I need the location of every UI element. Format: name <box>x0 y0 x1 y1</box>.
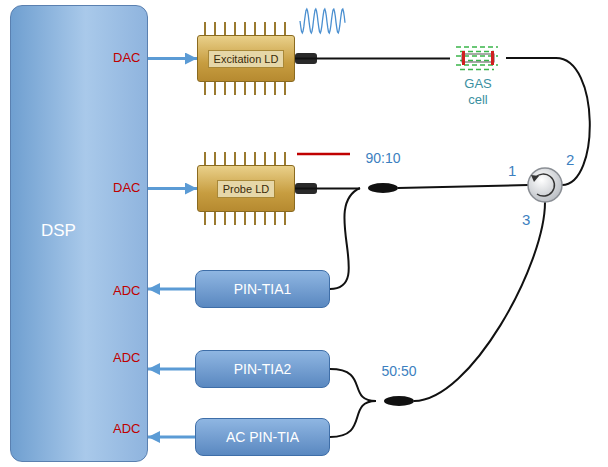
pin <box>274 152 276 165</box>
pin <box>234 82 236 95</box>
pin <box>274 82 276 95</box>
node-label: 90:10 <box>350 150 416 167</box>
cell-window <box>462 51 465 65</box>
signal-arrow <box>148 57 197 60</box>
detector-box: AC PIN-TIA <box>195 418 330 456</box>
converter-label: ADC <box>113 283 140 299</box>
signal-arrow <box>148 368 195 371</box>
laser-diode: Probe LD <box>197 165 295 212</box>
pin <box>264 82 266 95</box>
node-label: DSP <box>41 221 76 241</box>
laser-diode: Excitation LD <box>197 35 295 82</box>
pin <box>224 22 226 35</box>
port-number: 2 <box>566 152 574 168</box>
pin <box>244 22 246 35</box>
pin <box>274 22 276 35</box>
gas-cell-symbol <box>450 44 506 72</box>
coupler-symbol <box>360 182 406 194</box>
pin <box>264 22 266 35</box>
pin <box>214 152 216 165</box>
label-plate: Probe LD <box>217 180 275 198</box>
pin <box>254 22 256 35</box>
coupler-symbol <box>376 395 422 407</box>
circulator <box>528 168 562 202</box>
signal-arrow <box>148 288 195 291</box>
fiber <box>330 188 360 289</box>
port-number: 3 <box>522 212 530 228</box>
pin <box>254 82 256 95</box>
pin <box>214 212 216 225</box>
detector-box: PIN-TIA1 <box>195 270 330 308</box>
pin <box>224 212 226 225</box>
pin <box>244 152 246 165</box>
laser-pins <box>205 22 285 225</box>
fiber <box>330 369 376 401</box>
converter-label: DAC <box>113 180 140 196</box>
pin <box>264 212 266 225</box>
pin <box>264 152 266 165</box>
fiber <box>398 185 528 188</box>
fiber <box>414 202 545 401</box>
pin <box>204 82 206 95</box>
pin <box>204 152 206 165</box>
circulator-arrow <box>531 175 539 182</box>
fiber <box>295 188 360 190</box>
gas-cell: GAS cell <box>450 44 506 116</box>
converter-label: ADC <box>113 350 140 366</box>
fiber-coupler: 50:50 <box>376 363 422 409</box>
fiber <box>330 401 376 437</box>
converter-label: ADC <box>113 421 140 437</box>
port-number: 1 <box>508 163 516 179</box>
fiber-coupler: 90:10 <box>360 150 406 196</box>
pin <box>284 212 286 225</box>
dsp-block: DSP <box>10 5 148 462</box>
label-plate: Excitation LD <box>208 50 285 68</box>
node-label: PIN-TIA2 <box>234 361 292 377</box>
pin <box>254 212 256 225</box>
node-label: 50:50 <box>366 363 432 380</box>
gas-hatch <box>460 60 494 62</box>
node-label: GAS cell <box>458 76 498 108</box>
node-label: Excitation LD <box>214 53 279 65</box>
pin <box>234 212 236 225</box>
signal-arrow <box>148 187 197 190</box>
cell-tube <box>462 54 494 62</box>
pin <box>284 82 286 95</box>
pin <box>284 22 286 35</box>
cell-window <box>491 51 494 65</box>
cw-indicator <box>297 153 350 156</box>
pin <box>204 22 206 35</box>
pin <box>284 152 286 165</box>
pin <box>214 82 216 95</box>
pin <box>224 82 226 95</box>
circulator-arrow <box>535 174 554 196</box>
fiber <box>506 58 590 185</box>
coupler-body <box>368 183 398 193</box>
pin <box>204 212 206 225</box>
fiber <box>295 58 450 60</box>
node-label: Probe LD <box>223 183 269 195</box>
gas-hatch <box>460 69 494 71</box>
pin <box>274 212 276 225</box>
node-label: PIN-TIA1 <box>234 281 292 297</box>
pin <box>224 152 226 165</box>
modulation-wave <box>300 9 345 33</box>
coupler-body <box>384 396 414 406</box>
signal-arrow <box>148 436 195 439</box>
pin <box>244 212 246 225</box>
pin <box>234 152 236 165</box>
pin <box>244 82 246 95</box>
converter-label: DAC <box>113 50 140 66</box>
node-label: AC PIN-TIA <box>226 429 299 445</box>
pin <box>254 152 256 165</box>
pin <box>214 22 216 35</box>
pin <box>234 22 236 35</box>
gas-hatch <box>456 46 498 48</box>
gas-hatch <box>460 51 494 53</box>
detector-box: PIN-TIA2 <box>195 350 330 388</box>
